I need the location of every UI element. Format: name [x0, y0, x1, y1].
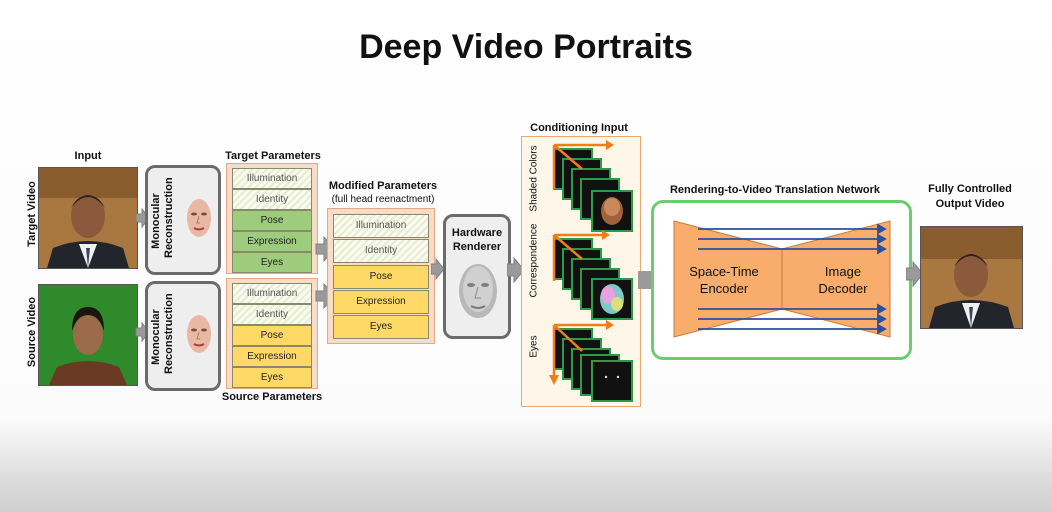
conditioning-input-label: Conditioning Input	[516, 122, 642, 134]
source-param-pose: Pose	[232, 325, 312, 346]
source-param-identity: Identity	[232, 304, 312, 325]
source-param-expression: Expression	[232, 346, 312, 367]
output-label-2: Output Video	[936, 198, 1005, 210]
target-video-frame	[38, 167, 138, 269]
hardware-renderer: Hardware Renderer	[443, 214, 511, 339]
target-parameters-label: Target Parameters	[218, 150, 328, 162]
modified-param-pose: Pose	[333, 265, 429, 289]
conditioning-frame-stacks	[546, 137, 640, 405]
hardware-renderer-label-2: Renderer	[453, 241, 501, 253]
target-param-identity: Identity	[232, 189, 312, 210]
source-param-eyes: Eyes	[232, 367, 312, 388]
modified-param-eyes: Eyes	[333, 315, 429, 339]
modified-parameters-label: Modified Parameters	[320, 180, 446, 192]
source-parameters-group: Illumination Identity Pose Expression Ey…	[226, 278, 318, 389]
modified-param-expression: Expression	[333, 290, 429, 314]
source-video-label: Source Video	[26, 292, 38, 372]
encoder-label-1: Space-Time	[689, 264, 759, 279]
modified-parameters-sublabel: (full head reenactment)	[320, 194, 446, 205]
modified-param-identity: Identity	[333, 239, 429, 263]
rendered-head-icon	[455, 261, 501, 325]
input-label: Input	[58, 150, 118, 162]
target-parameters-group: Illumination Identity Pose Expression Ey…	[226, 163, 318, 274]
conditioning-input-box: Shaded Colors Correspondence Eyes	[521, 136, 641, 407]
source-parameters-label: Source Parameters	[216, 391, 328, 403]
arrow-to-network	[638, 268, 652, 292]
face-model-icon	[185, 196, 213, 240]
modified-parameters-group: Illumination Identity Pose Expression Ey…	[327, 208, 435, 344]
target-video-label: Target Video	[26, 174, 38, 254]
output-label: Fully Controlled Output Video	[910, 182, 1030, 212]
face-model-icon	[185, 312, 213, 356]
eyes-row-label: Eyes	[529, 307, 540, 387]
modified-param-illumination: Illumination	[333, 214, 429, 238]
page-title: Deep Video Portraits	[0, 28, 1052, 67]
correspondence-label: Correspondence	[529, 221, 540, 301]
translation-network-box: Space-Time Encoder Image Decoder	[651, 200, 912, 360]
source-param-illumination: Illumination	[232, 283, 312, 304]
decoder-label-2: Decoder	[818, 281, 867, 296]
target-param-expression: Expression	[232, 231, 312, 252]
target-param-pose: Pose	[232, 210, 312, 231]
network-title: Rendering-to-Video Translation Network	[640, 184, 910, 196]
decoder-label-1: Image	[825, 264, 861, 279]
encoder-label-2: Encoder	[700, 281, 748, 296]
source-video-frame	[38, 284, 138, 386]
output-video-frame	[920, 226, 1023, 329]
target-param-illumination: Illumination	[232, 168, 312, 189]
target-param-eyes: Eyes	[232, 252, 312, 273]
hardware-renderer-label-1: Hardware	[452, 227, 502, 239]
output-label-1: Fully Controlled	[928, 183, 1012, 195]
shaded-colors-label: Shaded Colors	[529, 139, 540, 219]
